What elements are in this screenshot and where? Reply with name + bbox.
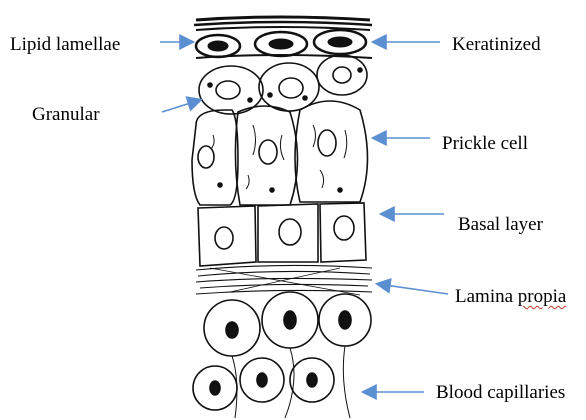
label-blood-capillaries: Blood capillaries <box>436 383 565 402</box>
label-lamina-propia: Lamina propia <box>455 287 566 306</box>
arrow-lamina-propia <box>378 284 448 294</box>
basal-layer <box>198 203 366 266</box>
label-granular: Granular <box>32 105 100 124</box>
prickle-cell-layer <box>192 101 368 205</box>
label-basal-layer: Basal layer <box>458 215 543 234</box>
lamina-propia-layer <box>196 265 372 295</box>
label-lipid-lamellae: Lipid lamellae <box>10 35 120 54</box>
keratinized-layer <box>194 17 372 58</box>
label-prickle-cell: Prickle cell <box>442 134 528 153</box>
label-keratinized: Keratinized <box>452 35 541 54</box>
capillary-layer <box>193 292 371 418</box>
label-lamina-word: Lamina propia <box>455 286 566 307</box>
arrow-granular <box>162 100 200 112</box>
granular-layer <box>199 55 367 114</box>
pointer-arrows <box>160 42 448 392</box>
